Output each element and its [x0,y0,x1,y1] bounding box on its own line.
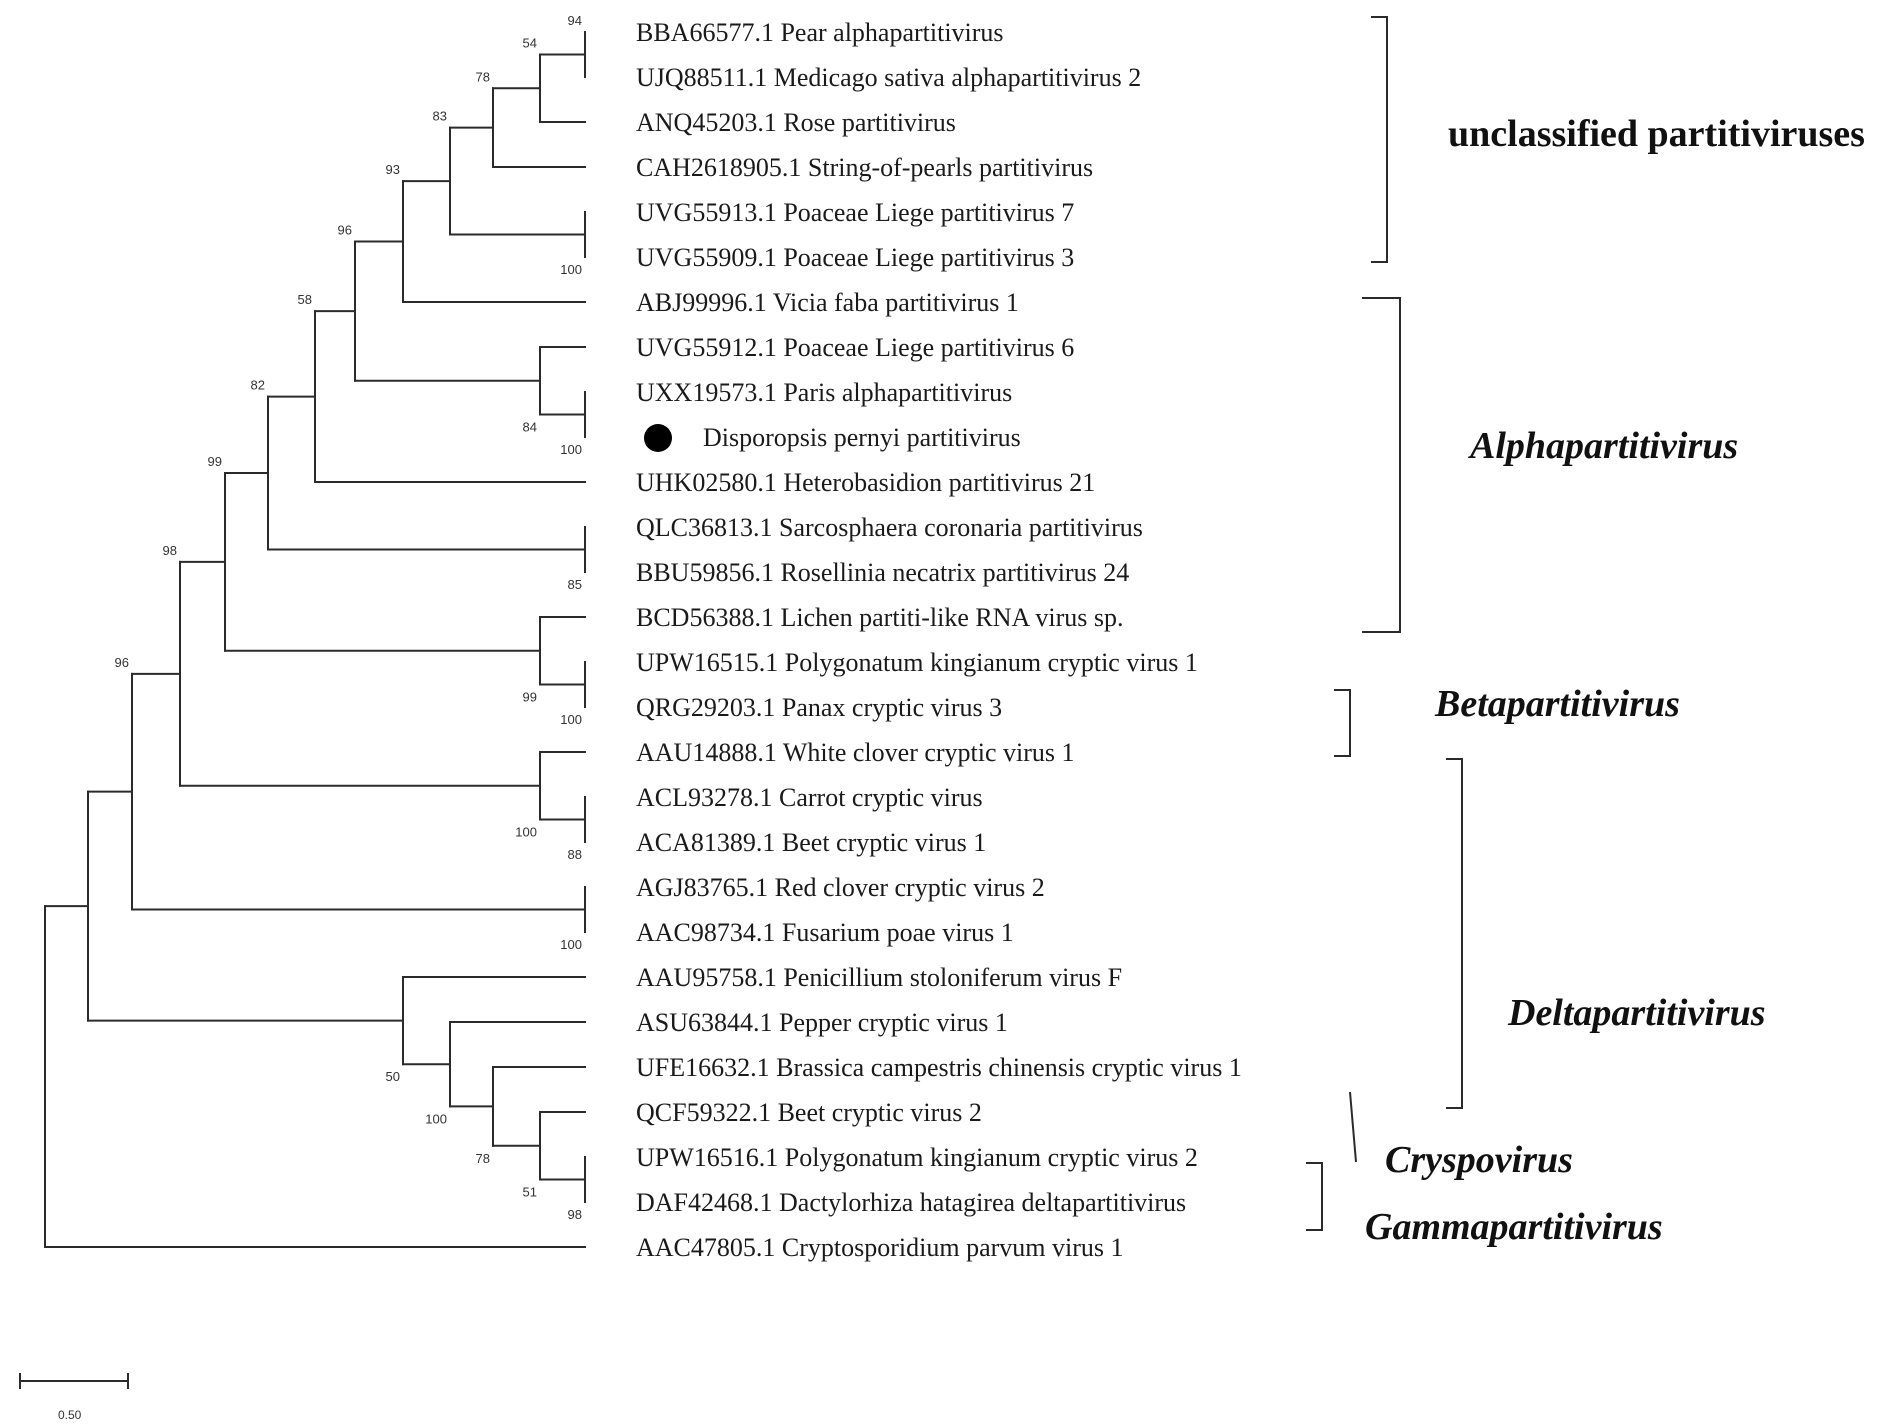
bootstrap-support-value: 88 [568,847,582,862]
bootstrap-support-value: 78 [476,1151,490,1166]
leaf-label: AGJ83765.1 Red clover cryptic virus 2 [636,873,1045,902]
bootstrap-support-value: 84 [523,420,537,435]
bootstrap-support-value: 100 [560,712,582,727]
clade-bracket [1371,16,1388,263]
leaf-label: UXX19573.1 Paris alphapartitivirus [636,378,1012,407]
leaf-label: AAU95758.1 Penicillium stoloniferum viru… [636,963,1122,992]
leaf-label: DAF42468.1 Dactylorhiza hatagirea deltap… [636,1188,1186,1217]
leaf-label: QLC36813.1 Sarcosphaera coronaria partit… [636,513,1143,542]
leaf-label: BBU59856.1 Rosellinia necatrix partitivi… [636,558,1129,587]
leaf-label: ACA81389.1 Beet cryptic virus 1 [636,828,986,857]
leaf-label: ANQ45203.1 Rose partitivirus [636,108,956,137]
bootstrap-support-value: 94 [568,13,582,28]
bootstrap-support-value: 99 [208,454,222,469]
bootstrap-support-value: 100 [560,442,582,457]
bootstrap-support-value: 96 [338,223,352,238]
leaf-label: UPW16515.1 Polygonatum kingianum cryptic… [636,648,1198,677]
bootstrap-support-value: 98 [163,543,177,558]
leaf-label: ACL93278.1 Carrot cryptic virus [636,783,983,812]
clade-group-label: Deltapartitivirus [1507,992,1766,1034]
leaf-label: AAU14888.1 White clover cryptic virus 1 [636,738,1075,767]
leaf-label: UFE16632.1 Brassica campestris chinensis… [636,1053,1242,1082]
bootstrap-support-value: 100 [425,1111,447,1126]
bootstrap-support-value: 99 [523,690,537,705]
clade-bracket [1334,689,1351,757]
leaf-label: UPW16516.1 Polygonatum kingianum cryptic… [636,1143,1198,1172]
leaf-label: UHK02580.1 Heterobasidion partitivirus 2… [636,468,1095,497]
leaf-label: BCD56388.1 Lichen partiti-like RNA virus… [636,603,1123,632]
bootstrap-support-value: 100 [560,937,582,952]
bootstrap-support-value: 93 [386,162,400,177]
bootstrap-support-value: 98 [568,1207,582,1222]
bootstrap-support-value: 96 [115,655,129,670]
clade-group-label: Betapartitivirus [1434,683,1680,725]
clade-bracket [1349,1091,1357,1163]
leaf-label: AAC47805.1 Cryptosporidium parvum virus … [636,1233,1124,1262]
clade-brackets: unclassified partitivirusesAlphapartitiv… [1306,16,1865,1248]
leaf-label: CAH2618905.1 String-of-pearls partitivir… [636,153,1093,182]
bootstrap-support-value: 58 [298,292,312,307]
leaf-label: UJQ88511.1 Medicago sativa alphapartitiv… [636,63,1141,92]
bootstrap-support-value: 82 [251,378,265,393]
leaf-label: QCF59322.1 Beet cryptic virus 2 [636,1098,982,1127]
leaf-label: UVG55913.1 Poaceae Liege partitivirus 7 [636,198,1074,227]
clade-group-label: unclassified partitiviruses [1448,113,1865,155]
bootstrap-support-value: 51 [523,1185,537,1200]
clade-group-label: Cryspovirus [1385,1139,1573,1181]
clade-bracket [1446,758,1463,1109]
scale-bar: 0.50 [19,1373,129,1422]
bootstrap-support-value: 54 [523,36,537,51]
bootstrap-support-value: 100 [560,262,582,277]
clade-group-label: Alphapartitivirus [1468,425,1738,467]
scale-bar-label: 0.50 [58,1408,82,1422]
leaf-label: BBA66577.1 Pear alphapartitivirus [636,18,1004,47]
leaf-label: AAC98734.1 Fusarium poae virus 1 [636,918,1014,947]
leaf-label: Disporopsis pernyi partitivirus [703,423,1021,452]
leaf-label: ASU63844.1 Pepper cryptic virus 1 [636,1008,1008,1037]
bootstrap-support-value: 50 [386,1069,400,1084]
bootstrap-support-value: 100 [515,825,537,840]
bootstrap-support-value: 78 [476,69,490,84]
leaf-label: QRG29203.1 Panax cryptic virus 3 [636,693,1002,722]
clade-bracket [1362,297,1401,633]
leaf-label: UVG55912.1 Poaceae Liege partitivirus 6 [636,333,1074,362]
leaf-label: UVG55909.1 Poaceae Liege partitivirus 3 [636,243,1074,272]
tree-branches [44,31,586,1248]
leaf-label: ABJ99996.1 Vicia faba partitivirus 1 [636,288,1019,317]
clade-group-label: Gammapartitivirus [1365,1206,1663,1248]
bootstrap-support-value: 83 [433,109,447,124]
leaf-labels: BBA66577.1 Pear alphapartitivirusUJQ8851… [636,18,1242,1262]
bootstrap-support-value: 85 [568,577,582,592]
query-virus-marker-icon [644,424,672,452]
clade-bracket [1306,1162,1323,1231]
bootstrap-support-values: 94 54 78 100 83 93 100 84 96 58 85 82 100 99 99 88 100 98… [115,13,582,1222]
